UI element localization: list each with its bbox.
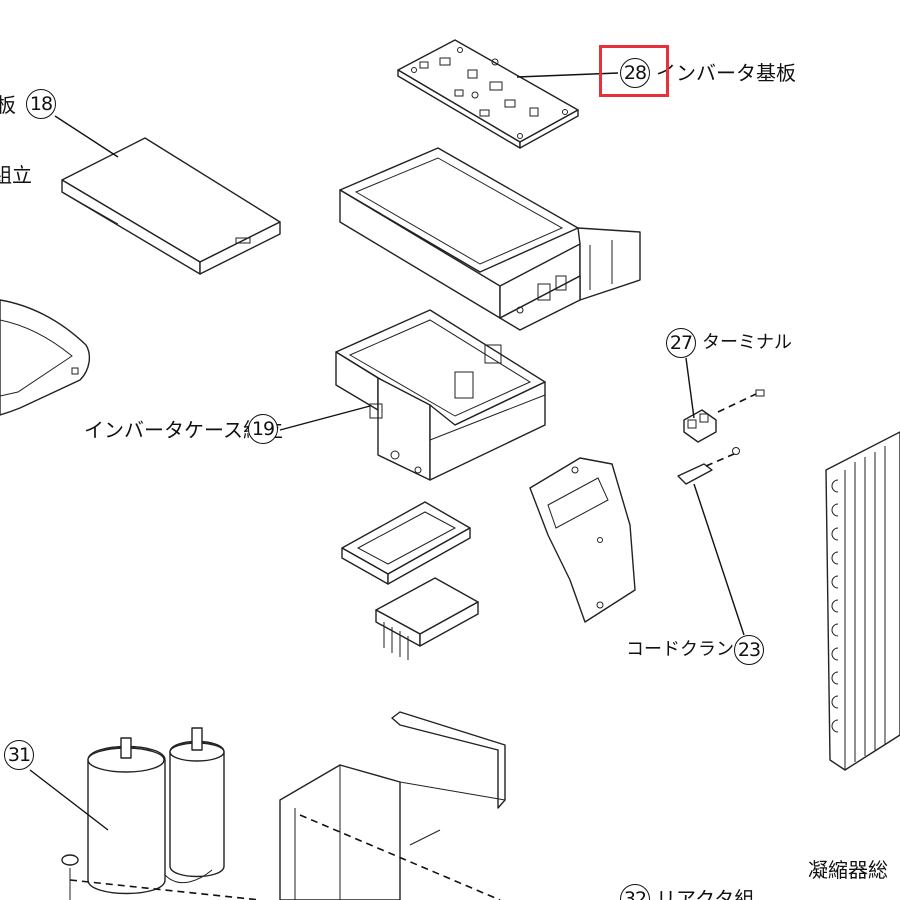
label-assembly-partial: 組立 (0, 163, 32, 187)
callout-27[interactable]: 27 (666, 328, 696, 358)
inverter-case-drawing (335, 309, 546, 481)
label-board-partial: 板 (0, 93, 16, 117)
inverter-pcb-drawing (397, 39, 579, 149)
cord-clamp-drawing (677, 447, 740, 485)
label-inverter-case-assembly: インバータケース組立 (84, 418, 283, 442)
bracket-plate-drawing (529, 457, 636, 623)
tray-drawing (341, 501, 471, 585)
highlight-box (599, 45, 669, 97)
heatsink-drawing (375, 577, 479, 660)
condenser-drawing (825, 431, 900, 771)
callout-23[interactable]: 23 (734, 635, 764, 665)
label-inverter-pcb: インバータ基板 (656, 61, 796, 85)
label-condenser-partial: 凝縮器総 (808, 858, 888, 882)
label-terminal: ターミナル (702, 332, 792, 353)
cover-panel-drawing (61, 137, 281, 275)
label-reactor-partial: リアクタ組 (656, 887, 755, 900)
label-cord-clamp: コードクランプ (626, 639, 752, 660)
callout-31[interactable]: 31 (4, 740, 34, 770)
callout-28[interactable]: 28 (620, 58, 650, 88)
callout-18[interactable]: 18 (26, 89, 56, 119)
callout-19[interactable]: 19 (248, 414, 278, 444)
left-tray-drawing (0, 299, 91, 416)
reactor-frame-drawing (279, 711, 506, 900)
inverter-tray-frame-drawing (339, 147, 641, 331)
terminal-drawing (683, 389, 765, 443)
compressor-drawing (61, 727, 261, 900)
